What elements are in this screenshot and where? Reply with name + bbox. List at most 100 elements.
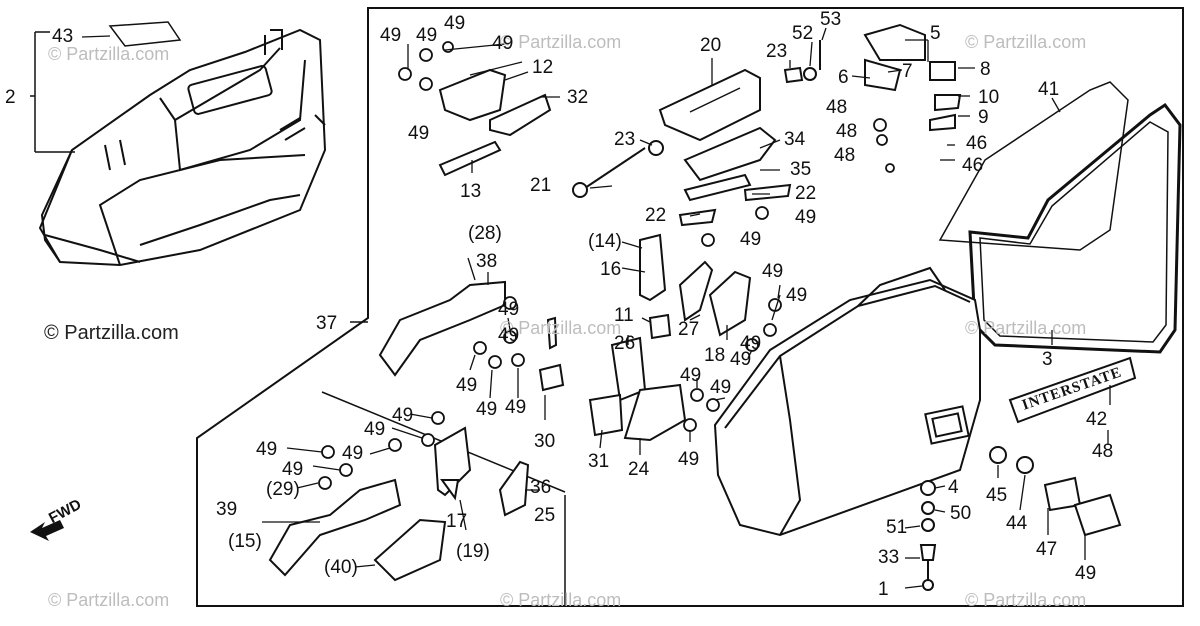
part-label: 35: [790, 159, 812, 180]
part-label: 49: [678, 449, 700, 470]
part-label: 10: [978, 87, 1000, 108]
label-43-tag: [108, 21, 182, 47]
part-label: 49: [498, 299, 520, 320]
watermark: © Partzilla.com: [500, 590, 622, 610]
part-label: 13: [460, 181, 482, 202]
part-label: (29): [266, 479, 300, 500]
part-label: 49: [786, 285, 808, 306]
part-label: 49: [392, 405, 414, 426]
part-label: 39: [216, 499, 238, 520]
part-label: 49: [444, 13, 466, 34]
part-label: 47: [1036, 539, 1058, 560]
part-label: (19): [456, 541, 490, 562]
part-label: 5: [930, 23, 941, 44]
part-label: 49: [282, 459, 304, 480]
part-label: 27: [678, 319, 700, 340]
part-label: 24: [628, 459, 650, 480]
part-label: 48: [826, 97, 848, 118]
part-label: 49: [740, 333, 762, 354]
part-label: 7: [902, 61, 913, 82]
part-label: 36: [530, 477, 552, 498]
part-label: 44: [1006, 513, 1028, 534]
watermark: © Partzilla.com: [965, 590, 1087, 610]
fwd-arrow-icon: [30, 520, 64, 541]
part-label: 18: [704, 345, 726, 366]
part-label: 32: [567, 87, 589, 108]
right-saddlebag-drawing: [713, 266, 981, 537]
emblem-drawing: [1008, 356, 1137, 424]
part-label: (14): [588, 231, 622, 252]
part-label: 22: [645, 205, 667, 226]
part-label: 51: [886, 517, 908, 538]
part-label: 34: [784, 129, 806, 150]
part-label: 3: [1042, 349, 1053, 370]
part-label: 49: [730, 349, 752, 370]
part-label: 6: [838, 67, 849, 88]
latch-drawing: [783, 23, 962, 132]
part-label: 49: [762, 261, 784, 282]
part-label: 8: [980, 59, 991, 80]
part-label: 2: [5, 87, 16, 108]
assembly-frame: [196, 7, 1184, 607]
part-label: 49: [416, 25, 438, 46]
part-label: 49: [795, 207, 817, 228]
leader-lines: [81, 27, 1111, 589]
part-label: 4: [948, 477, 959, 498]
part-label: 48: [834, 145, 856, 166]
watermark: © Partzilla.com: [500, 32, 622, 52]
part-label: (15): [228, 531, 262, 552]
part-label: 26: [614, 333, 636, 354]
part-label: 49: [256, 439, 278, 460]
part-label: 12: [532, 57, 554, 78]
part-label: 23: [766, 41, 788, 62]
lid-20-drawing: [658, 68, 761, 142]
part-label: 49: [492, 33, 514, 54]
watermark: © Partzilla.com: [965, 318, 1087, 338]
left-saddlebag-drawing: [38, 28, 327, 267]
part-label: 49: [456, 375, 478, 396]
hinge-bracket-drawings: [268, 68, 792, 582]
part-label: 22: [795, 183, 817, 204]
gasket-drawing: [938, 81, 1182, 354]
part-label: 20: [700, 35, 722, 56]
part-label: 21: [530, 175, 552, 196]
part-label: 11: [614, 305, 634, 326]
part-label: 25: [534, 505, 556, 526]
part-label: 49: [505, 397, 527, 418]
part-label: 49: [476, 399, 498, 420]
part-label: 49: [1075, 563, 1097, 584]
part-label: 49: [498, 325, 520, 346]
brand-label: © Partzilla.com: [44, 322, 179, 344]
part-label: 49: [740, 229, 762, 250]
bracket-2: [30, 31, 75, 153]
part-label: 53: [820, 9, 842, 30]
part-label: 49: [380, 25, 402, 46]
part-label: 31: [588, 451, 610, 472]
part-label: 23: [614, 129, 636, 150]
part-label: 45: [986, 485, 1008, 506]
watermark: © Partzilla.com: [48, 590, 170, 610]
part-label: 38: [476, 251, 498, 272]
nut-drawings: [318, 41, 895, 490]
part-label: 46: [966, 133, 988, 154]
part-label: 9: [978, 107, 989, 128]
watermark: © Partzilla.com: [500, 318, 622, 338]
part-label: 17: [446, 511, 468, 532]
part-label: 49: [680, 365, 702, 386]
part-label: 46: [962, 155, 984, 176]
part-label: 30: [534, 431, 556, 452]
part-label: 1: [878, 579, 889, 600]
part-label: 50: [950, 503, 972, 524]
part-label: 49: [364, 419, 386, 440]
hardware-drawings: [919, 446, 1122, 591]
part-label: 33: [878, 547, 900, 568]
watermark: © Partzilla.com: [48, 44, 170, 64]
part-label: 43: [52, 26, 74, 47]
part-label: 37: [316, 313, 338, 334]
part-label: 48: [836, 121, 858, 142]
part-label: 49: [342, 443, 364, 464]
part-label: 49: [408, 123, 430, 144]
part-label: 49: [710, 377, 732, 398]
part-label: 48: [1092, 441, 1114, 462]
